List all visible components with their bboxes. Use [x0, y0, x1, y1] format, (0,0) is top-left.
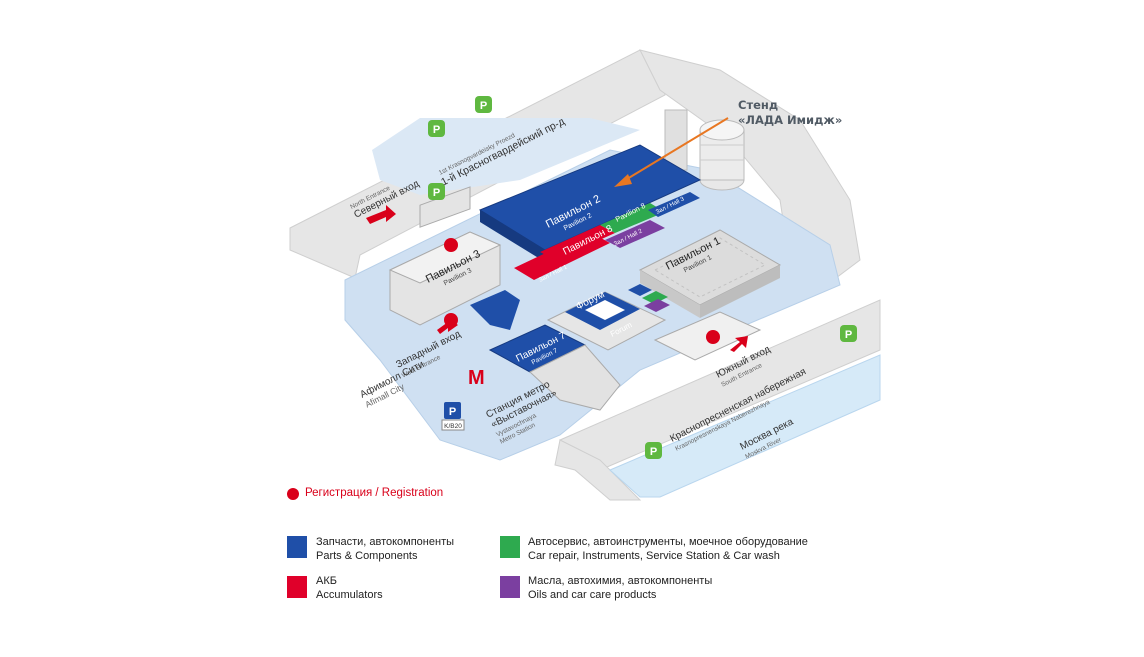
metro-icon: M: [468, 367, 485, 389]
north-area: [372, 118, 640, 195]
registration-point-west: [444, 313, 458, 327]
legend-oils-en: Oils and car care products: [528, 589, 657, 601]
svg-text:Р: Р: [449, 406, 456, 418]
registration-dot-icon: [287, 488, 299, 500]
legend-accumulators-ru: АКБ: [316, 575, 337, 587]
hall-2-purple: [605, 220, 665, 248]
legend-oils-ru: Масла, автохимия, автокомпоненты: [528, 575, 713, 587]
legend-service-en: Car repair, Instruments, Service Station…: [528, 550, 780, 562]
tower-building: [699, 119, 745, 191]
moskva-river: [609, 354, 881, 498]
forum-stand-3: [644, 299, 670, 312]
legend-swatch-oils: [500, 576, 520, 598]
pavilion-7-north: [470, 290, 520, 330]
registration-label: Регистрация / Registration: [305, 487, 444, 499]
legend-swatch-service: [500, 536, 520, 558]
legend-item-parts: Запчасти, автокомпоненты Parts & Compone…: [316, 535, 454, 563]
legend-service-ru: Автосервис, автоинструменты, моечное обо…: [528, 536, 808, 548]
parking-icon-blue: Р K/B20: [441, 402, 465, 431]
registration-point-north: [444, 238, 458, 252]
legend-item-accumulators: АКБ Accumulators: [316, 574, 383, 602]
legend-parts-en: Parts & Components: [316, 550, 418, 562]
svg-text:Р: Р: [433, 187, 440, 199]
forum-stand-2: [642, 291, 668, 304]
svg-text:K/B20: K/B20: [444, 423, 462, 430]
parking-icon: Р: [428, 183, 445, 200]
south-entrance-arrow: [730, 336, 748, 352]
south-ramp: [554, 439, 642, 501]
stand-annotation-line1: Стенд: [738, 98, 779, 112]
parking-icon: Р: [428, 120, 445, 137]
legend-accumulators-en: Accumulators: [316, 589, 383, 601]
parking-icon: Р: [840, 325, 857, 342]
parking-icon: Р: [645, 442, 662, 459]
north-entrance-arrow: [366, 205, 396, 224]
svg-text:Р: Р: [650, 446, 657, 458]
parking-icon: Р: [475, 96, 492, 113]
legend-parts-ru: Запчасти, автокомпоненты: [316, 536, 455, 548]
legend-swatch-accumulators: [287, 576, 307, 598]
pavilion-8-red: [540, 225, 615, 260]
stand-annotation-line2: «ЛАДА Имидж»: [738, 113, 843, 127]
svg-text:Р: Р: [480, 100, 487, 112]
pavilion-7-annex: [529, 344, 621, 411]
stand-annotation: Стенд «ЛАДА Имидж»: [738, 98, 842, 128]
svg-text:Р: Р: [433, 124, 440, 136]
registration-point-south: [706, 330, 720, 344]
legend-item-service: Автосервис, автоинструменты, моечное обо…: [528, 535, 808, 563]
forum-stand-1: [628, 284, 652, 296]
stand-pointer-arrow: [621, 117, 729, 183]
hall-3-blue: [648, 192, 700, 217]
svg-text:Р: Р: [845, 329, 852, 341]
legend-swatch-parts: [287, 536, 307, 558]
legend-item-oils: Масла, автохимия, автокомпоненты Oils an…: [528, 574, 712, 602]
